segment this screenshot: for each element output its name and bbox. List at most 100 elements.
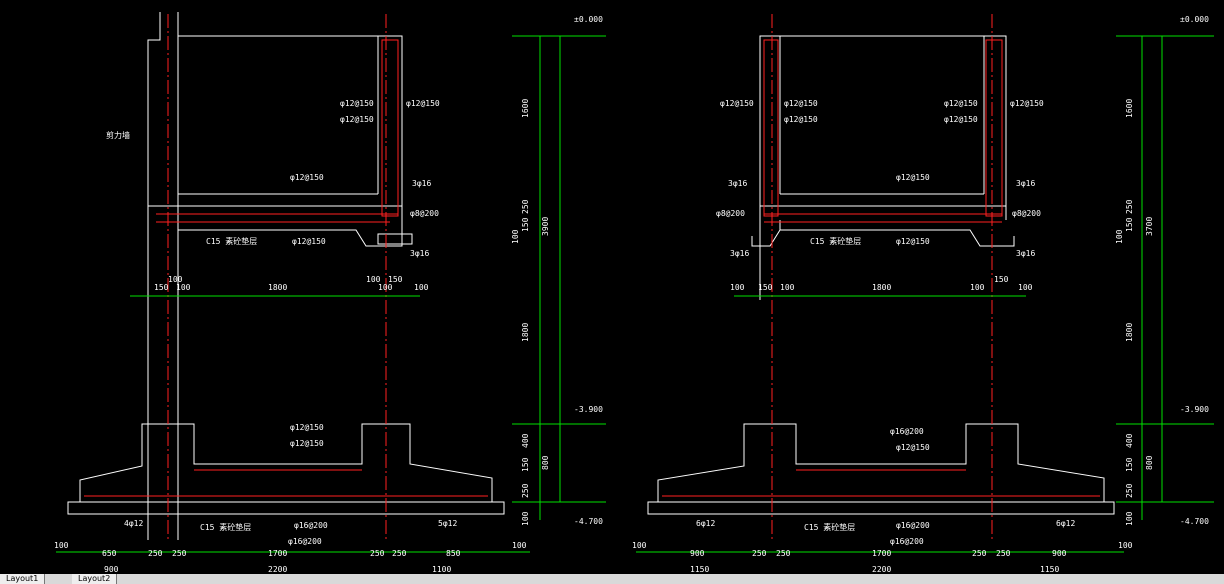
left-base-r: 5φ12 [438, 519, 457, 528]
right-outline [647, 35, 1115, 515]
right-upper-frame [759, 35, 1007, 300]
right-dim-bot-3: 250 [776, 549, 791, 558]
left-dim-mid-6: 100 [414, 283, 429, 292]
right-vdims: 1600 250 150 100 3700 1800 400 150 800 2… [1115, 99, 1154, 526]
left-vdim-9: 250 [521, 483, 530, 498]
left-rebar-8a: φ8@200 [410, 209, 439, 218]
left-dim-total-2: 1100 [432, 565, 451, 574]
left-labels: ±0.000 -3.900 -4.700 剪力墙 φ12@150 φ12@150… [54, 15, 603, 574]
right-labels: ±0.000 -3.900 -4.700 φ12@150 φ12@150 φ12… [632, 15, 1209, 574]
left-footing-cushion [67, 501, 505, 515]
left-dim-total-1: 2200 [268, 565, 287, 574]
left-vdim-7: 150 [521, 457, 530, 472]
left-rebar-slab: φ12@150 [290, 173, 324, 182]
left-dim-bot-7: 850 [446, 549, 461, 558]
rebar-lines [84, 14, 1100, 540]
left-base-top2: φ12@150 [290, 439, 324, 448]
left-rebar-3a: 3φ16 [412, 179, 431, 188]
right-vdim-8: 800 [1145, 455, 1154, 470]
left-slab-bottom [177, 218, 403, 247]
right-dim-mid-2: 100 [780, 283, 795, 292]
right-wall-rebar-l [763, 39, 779, 217]
right-dim-bot-7: 900 [1052, 549, 1067, 558]
right-footing-outline [657, 423, 1105, 502]
right-dim-mid-6: 100 [1018, 283, 1033, 292]
left-vdim-3: 100 [511, 229, 520, 244]
right-dim-bot-5: 250 [972, 549, 987, 558]
tab-layout2[interactable]: Layout2 [72, 574, 118, 584]
left-base-top: φ12@150 [290, 423, 324, 432]
right-dim-mid-5: 150 [994, 275, 1009, 284]
left-wall-label: 剪力墙 [106, 130, 130, 140]
right-rebar-slab2: φ12@150 [896, 237, 930, 246]
right-vdim-2: 150 [1125, 217, 1134, 232]
right-vdim-10: 100 [1125, 511, 1134, 526]
left-outline [67, 12, 505, 540]
left-wall-rebar [381, 39, 399, 217]
right-rebar-l1: φ12@150 [720, 99, 754, 108]
right-dim-bot-4: 1700 [872, 549, 891, 558]
left-dim-bot-1: 650 [102, 549, 117, 558]
right-dim-mid-0: 100 [730, 283, 745, 292]
right-rebar-8l: φ8@200 [716, 209, 745, 218]
left-dim-bot-2: 250 [148, 549, 163, 558]
left-rebar-1a: φ12@150 [340, 99, 374, 108]
tab-layout1[interactable]: Layout1 [0, 574, 46, 584]
left-dim-total-0: 900 [104, 565, 119, 574]
right-vdim-4: 3700 [1145, 217, 1154, 236]
left-vdim-10: 100 [521, 511, 530, 526]
right-elev-bot: -4.700 [1180, 517, 1209, 526]
right-dim-bot-8: 100 [1118, 541, 1133, 550]
left-vdim-2: 150 [521, 217, 530, 232]
left-vdim-5: 1800 [521, 323, 530, 342]
right-vdim-6: 400 [1125, 433, 1134, 448]
right-dim-bot-1: 900 [690, 549, 705, 558]
right-base-top2: φ12@150 [896, 443, 930, 452]
right-dim-mid-1: 150 [758, 283, 773, 292]
right-rebar-3rb: 3φ16 [1016, 249, 1035, 258]
left-dim-mid-5: 150 [388, 275, 403, 284]
left-rebar-slab2: φ12@150 [292, 237, 326, 246]
left-dim-mid-4: 100 [378, 283, 393, 292]
right-rebar-l2: φ12@150 [784, 99, 818, 108]
layout-tab-bar: Layout1 Layout2 [0, 574, 1224, 584]
left-upper-frame [177, 35, 403, 218]
left-dim-bot-4: 1700 [268, 549, 287, 558]
right-base-b1: φ16@200 [896, 521, 930, 530]
right-rebar-r2: φ12@150 [1010, 99, 1044, 108]
right-rebar-r3: φ12@150 [944, 115, 978, 124]
right-footing-cushion [647, 501, 1115, 515]
right-dim-mid-3: 1800 [872, 283, 891, 292]
left-dim-mid-3: 100 [366, 275, 381, 284]
right-vdim-9: 250 [1125, 483, 1134, 498]
right-c15-base: C15 素砼垫层 [804, 522, 855, 532]
right-wall-rebar-r [985, 39, 1003, 217]
right-vdim-5: 1800 [1125, 323, 1134, 342]
right-dim-bot-0: 100 [632, 541, 647, 550]
left-dim-bot-0: 100 [54, 541, 69, 550]
left-rebar-1b: φ12@150 [406, 99, 440, 108]
left-vdim-4: 3900 [541, 217, 550, 236]
left-dim-top-small: 100 [168, 275, 183, 284]
dimension-lines [56, 35, 1214, 553]
right-vdim-3: 100 [1115, 229, 1124, 244]
left-vdim-8: 800 [541, 455, 550, 470]
right-base-r: 6φ12 [1056, 519, 1075, 528]
right-dim-mid-4: 100 [970, 283, 985, 292]
right-dim-bot-2: 250 [752, 549, 767, 558]
right-slab-bottom [779, 220, 1015, 247]
left-elev-top: ±0.000 [574, 15, 603, 24]
left-c15-top: C15 素砼垫层 [206, 236, 257, 246]
left-dim-bot-3: 250 [172, 549, 187, 558]
right-rebar-8r: φ8@200 [1012, 209, 1041, 218]
left-rebar-3b: 3φ16 [410, 249, 429, 258]
right-elev-mid: -3.900 [1180, 405, 1209, 414]
right-base-b2: φ16@200 [890, 537, 924, 546]
right-dim-total-1: 2200 [872, 565, 891, 574]
left-dim-mid-0: 150 [154, 283, 169, 292]
left-base-l: 4φ12 [124, 519, 143, 528]
right-base-l: 6φ12 [696, 519, 715, 528]
right-vdim-1: 250 [1125, 199, 1134, 214]
right-vdim-0: 1600 [1125, 99, 1134, 118]
